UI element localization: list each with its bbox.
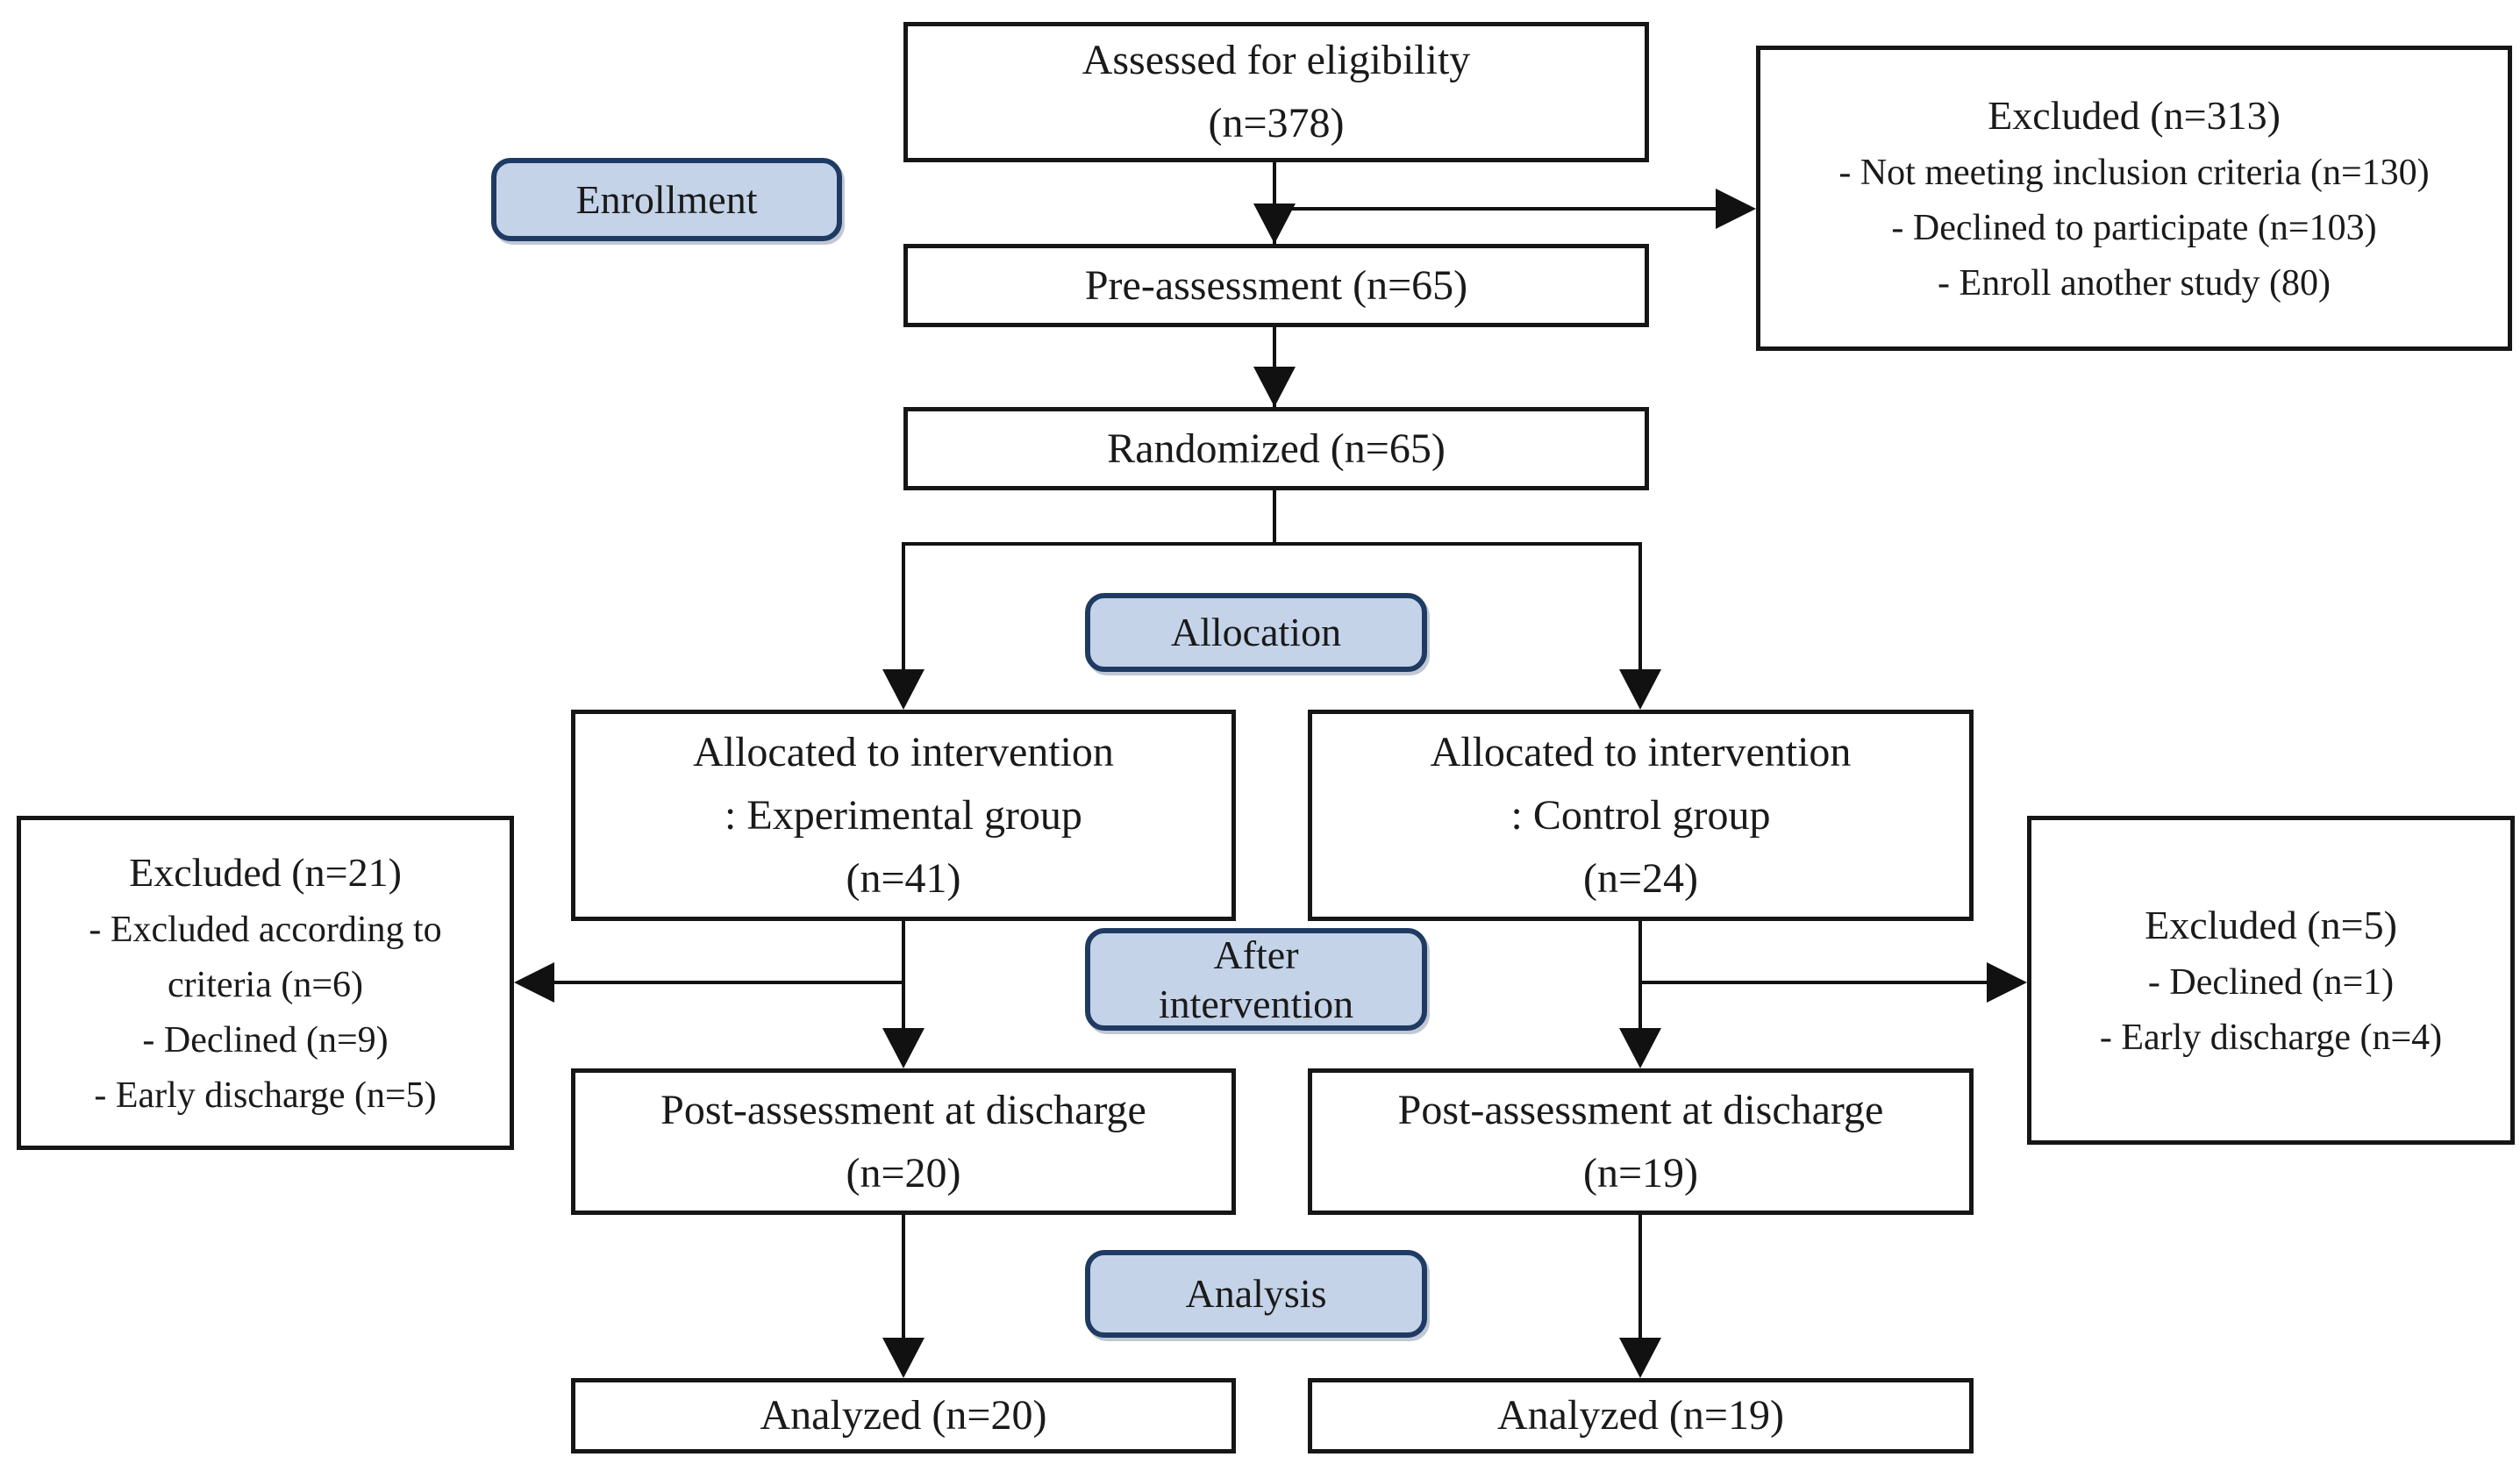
- analyzed-control-box: Analyzed (n=19): [1308, 1378, 1974, 1453]
- excluded-enrollment-item: - Enroll another study (80): [1938, 263, 2331, 304]
- allocated-experimental-box: Allocated to intervention : Experimental…: [571, 710, 1236, 921]
- arrowhead-into-excluded-experimental: [514, 962, 554, 1003]
- excluded-experimental-item: - Declined (n=9): [142, 1020, 389, 1061]
- connector-allocated-experimental-to-post: [902, 921, 905, 1030]
- excluded-enrollment-title: Excluded (n=313): [1988, 93, 2281, 138]
- connector-allocated-control-to-post: [1638, 921, 1642, 1030]
- connector-assessed-to-preassessment: [1273, 162, 1276, 244]
- analyzed-experimental-box: Analyzed (n=20): [571, 1378, 1236, 1453]
- connector-post-control-to-analyzed: [1638, 1215, 1642, 1339]
- arrowhead-into-allocated-control: [1619, 669, 1661, 710]
- analysis-stage-badge: Analysis: [1085, 1250, 1427, 1338]
- post-assessment-experimental-line2: (n=20): [846, 1149, 961, 1196]
- allocation-stage-label: Allocation: [1170, 610, 1342, 655]
- connector-split-to-allocated-control: [1638, 542, 1642, 671]
- post-assessment-control-line1: Post-assessment at discharge: [1397, 1086, 1884, 1133]
- allocated-experimental-line3: (n=41): [846, 854, 961, 902]
- assessed-eligibility-box: Assessed for eligibility (n=378): [903, 22, 1649, 162]
- arrowhead-into-excluded-control: [1987, 962, 2027, 1003]
- allocated-control-line1: Allocated to intervention: [1430, 728, 1852, 775]
- connector-randomized-to-split: [1273, 490, 1276, 546]
- excluded-control-title: Excluded (n=5): [2145, 903, 2397, 947]
- randomized-label: Randomized (n=65): [1107, 425, 1446, 472]
- assessed-eligibility-line2: (n=378): [1208, 100, 1345, 146]
- excluded-enrollment-box: Excluded (n=313) - Not meeting inclusion…: [1756, 46, 2512, 351]
- after-intervention-stage-badge: After intervention: [1085, 928, 1427, 1031]
- excluded-enrollment-item: - Not meeting inclusion criteria (n=130): [1838, 153, 2430, 193]
- post-assessment-control-line2: (n=19): [1582, 1149, 1699, 1196]
- allocated-control-line3: (n=24): [1582, 854, 1699, 902]
- excluded-experimental-title: Excluded (n=21): [129, 850, 402, 895]
- pre-assessment-label: Pre-assessment (n=65): [1084, 261, 1468, 309]
- after-intervention-stage-label: After intervention: [1158, 932, 1354, 1026]
- post-assessment-experimental-line1: Post-assessment at discharge: [660, 1086, 1146, 1133]
- excluded-control-item: - Early discharge (n=4): [2099, 1018, 2443, 1058]
- pre-assessment-box: Pre-assessment (n=65): [903, 244, 1649, 327]
- connector-branch-to-excluded-experimental: [553, 981, 903, 984]
- arrowhead-into-post-control: [1619, 1028, 1661, 1068]
- arrowhead-into-post-experimental: [882, 1028, 924, 1068]
- excluded-experimental-item: - Excluded according to criteria (n=6): [89, 910, 442, 1005]
- excluded-control-item: - Declined (n=1): [2147, 962, 2395, 1003]
- allocation-stage-badge: Allocation: [1085, 593, 1427, 672]
- excluded-experimental-item: - Early discharge (n=5): [94, 1075, 437, 1116]
- allocated-experimental-line1: Allocated to intervention: [693, 728, 1114, 775]
- arrowhead-into-analyzed-experimental: [882, 1338, 924, 1378]
- connector-branch-to-excluded-enrollment: [1273, 207, 1720, 211]
- arrowhead-into-analyzed-control: [1619, 1338, 1661, 1378]
- analyzed-experimental-label: Analyzed (n=20): [760, 1392, 1047, 1439]
- excluded-enrollment-item: - Declined to participate (n=103): [1891, 208, 2377, 248]
- analysis-stage-label: Analysis: [1185, 1271, 1327, 1317]
- connector-branch-to-excluded-control: [1640, 981, 1991, 984]
- arrowhead-into-randomized: [1253, 367, 1296, 407]
- connector-split-to-allocated-experimental: [902, 542, 905, 671]
- post-assessment-control-box: Post-assessment at discharge (n=19): [1308, 1068, 1974, 1215]
- analyzed-control-label: Analyzed (n=19): [1497, 1392, 1784, 1439]
- enrollment-stage-badge: Enrollment: [491, 158, 842, 241]
- enrollment-stage-label: Enrollment: [575, 176, 758, 222]
- post-assessment-experimental-box: Post-assessment at discharge (n=20): [571, 1068, 1236, 1215]
- arrowhead-into-excluded-enrollment: [1716, 189, 1756, 229]
- assessed-eligibility-line1: Assessed for eligibility: [1082, 37, 1471, 83]
- randomized-box: Randomized (n=65): [903, 407, 1649, 490]
- connector-allocation-split: [902, 542, 1642, 546]
- excluded-control-box: Excluded (n=5) - Declined (n=1) - Early …: [2027, 816, 2515, 1145]
- excluded-experimental-box: Excluded (n=21) - Excluded according to …: [17, 816, 514, 1150]
- arrowhead-into-allocated-experimental: [882, 669, 924, 710]
- allocated-experimental-line2: : Experimental group: [725, 791, 1082, 839]
- connector-post-experimental-to-analyzed: [902, 1215, 905, 1339]
- allocated-control-line2: : Control group: [1510, 791, 1771, 839]
- allocated-control-box: Allocated to intervention : Control grou…: [1308, 710, 1974, 921]
